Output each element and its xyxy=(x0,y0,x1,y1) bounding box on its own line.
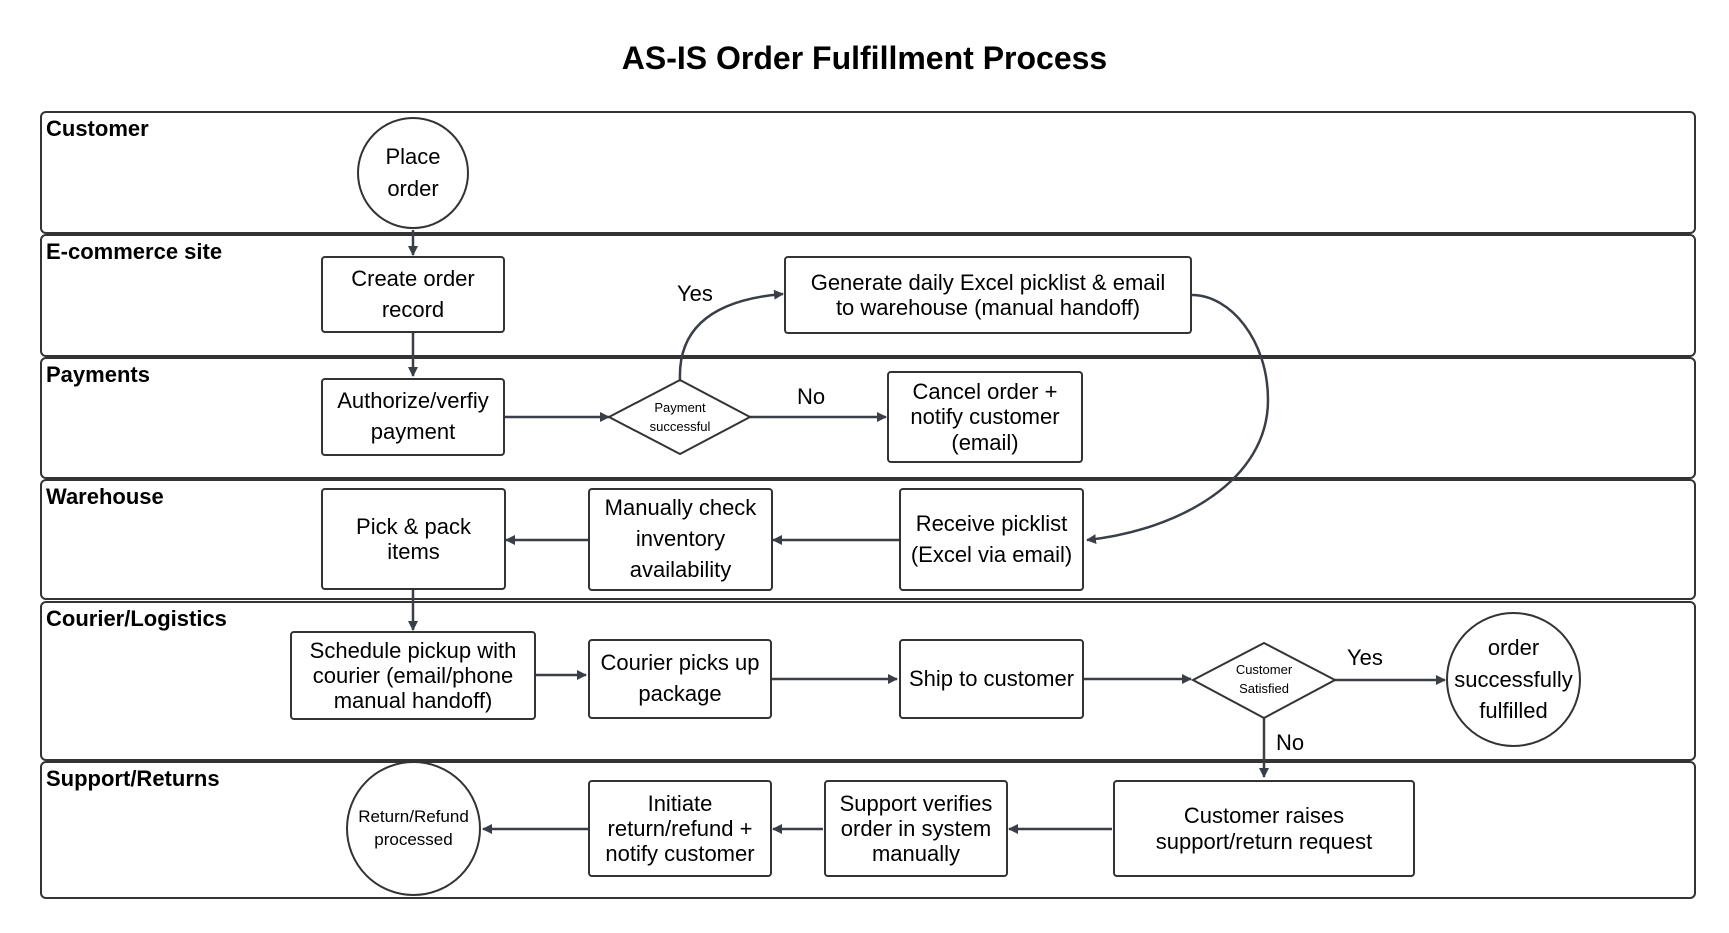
courier-picks-node: Courier picks up package xyxy=(588,639,772,719)
lane-label-ecommerce: E-commerce site xyxy=(46,239,223,264)
payment-decision-label: Payment successful xyxy=(649,400,711,434)
lane-customer: Customer xyxy=(40,111,1696,234)
edge-label-satisfied-yes: Yes xyxy=(1347,645,1383,670)
edge-label-payment-no: No xyxy=(797,384,826,409)
satisfied-decision-diamond xyxy=(1190,641,1338,720)
edge-label-payment-yes: Yes xyxy=(677,281,713,306)
satisfied-decision-label: Customer Satisfied xyxy=(1235,662,1293,696)
payment-decision-diamond xyxy=(606,378,753,456)
receive-picklist-node: Receive picklist (Excel via email) xyxy=(899,488,1084,591)
order-fulfilled-node: order successfully fulfilled xyxy=(1446,612,1581,747)
lane-label-warehouse: Warehouse xyxy=(46,484,164,509)
raise-request-node: Customer raises support/return request xyxy=(1113,780,1415,877)
diagram-title: AS-IS Order Fulfillment Process xyxy=(621,40,1108,76)
lane-payments: Payments xyxy=(40,357,1696,479)
lane-label-support: Support/Returns xyxy=(46,766,220,791)
authorize-payment-node: Authorize/verfiy payment xyxy=(321,378,505,456)
place-order-node: Place order xyxy=(357,117,469,229)
return-processed-node: Return/Refund processed xyxy=(346,761,481,896)
lane-label-customer: Customer xyxy=(46,116,149,141)
pick-pack-node: Pick & pack items xyxy=(321,488,506,590)
lane-label-payments: Payments xyxy=(46,362,150,387)
schedule-pickup-node: Schedule pickup with courier (email/phon… xyxy=(290,631,536,720)
check-inventory-node: Manually check inventory availability xyxy=(588,488,773,591)
edge-picklist-to-receive xyxy=(1086,293,1270,545)
cancel-order-node: Cancel order + notify customer (email) xyxy=(887,371,1083,463)
ship-to-customer-node: Ship to customer xyxy=(899,639,1084,719)
initiate-return-node: Initiate return/refund + notify customer xyxy=(588,780,772,877)
support-verifies-node: Support verifies order in system manuall… xyxy=(824,780,1008,877)
create-order-node: Create order record xyxy=(321,256,505,333)
generate-picklist-node: Generate daily Excel picklist & email to… xyxy=(784,256,1192,334)
edge-decision-yes-to-picklist xyxy=(678,289,784,381)
edge-label-satisfied-no: No xyxy=(1276,730,1305,755)
lane-label-courier: Courier/Logistics xyxy=(46,606,227,631)
